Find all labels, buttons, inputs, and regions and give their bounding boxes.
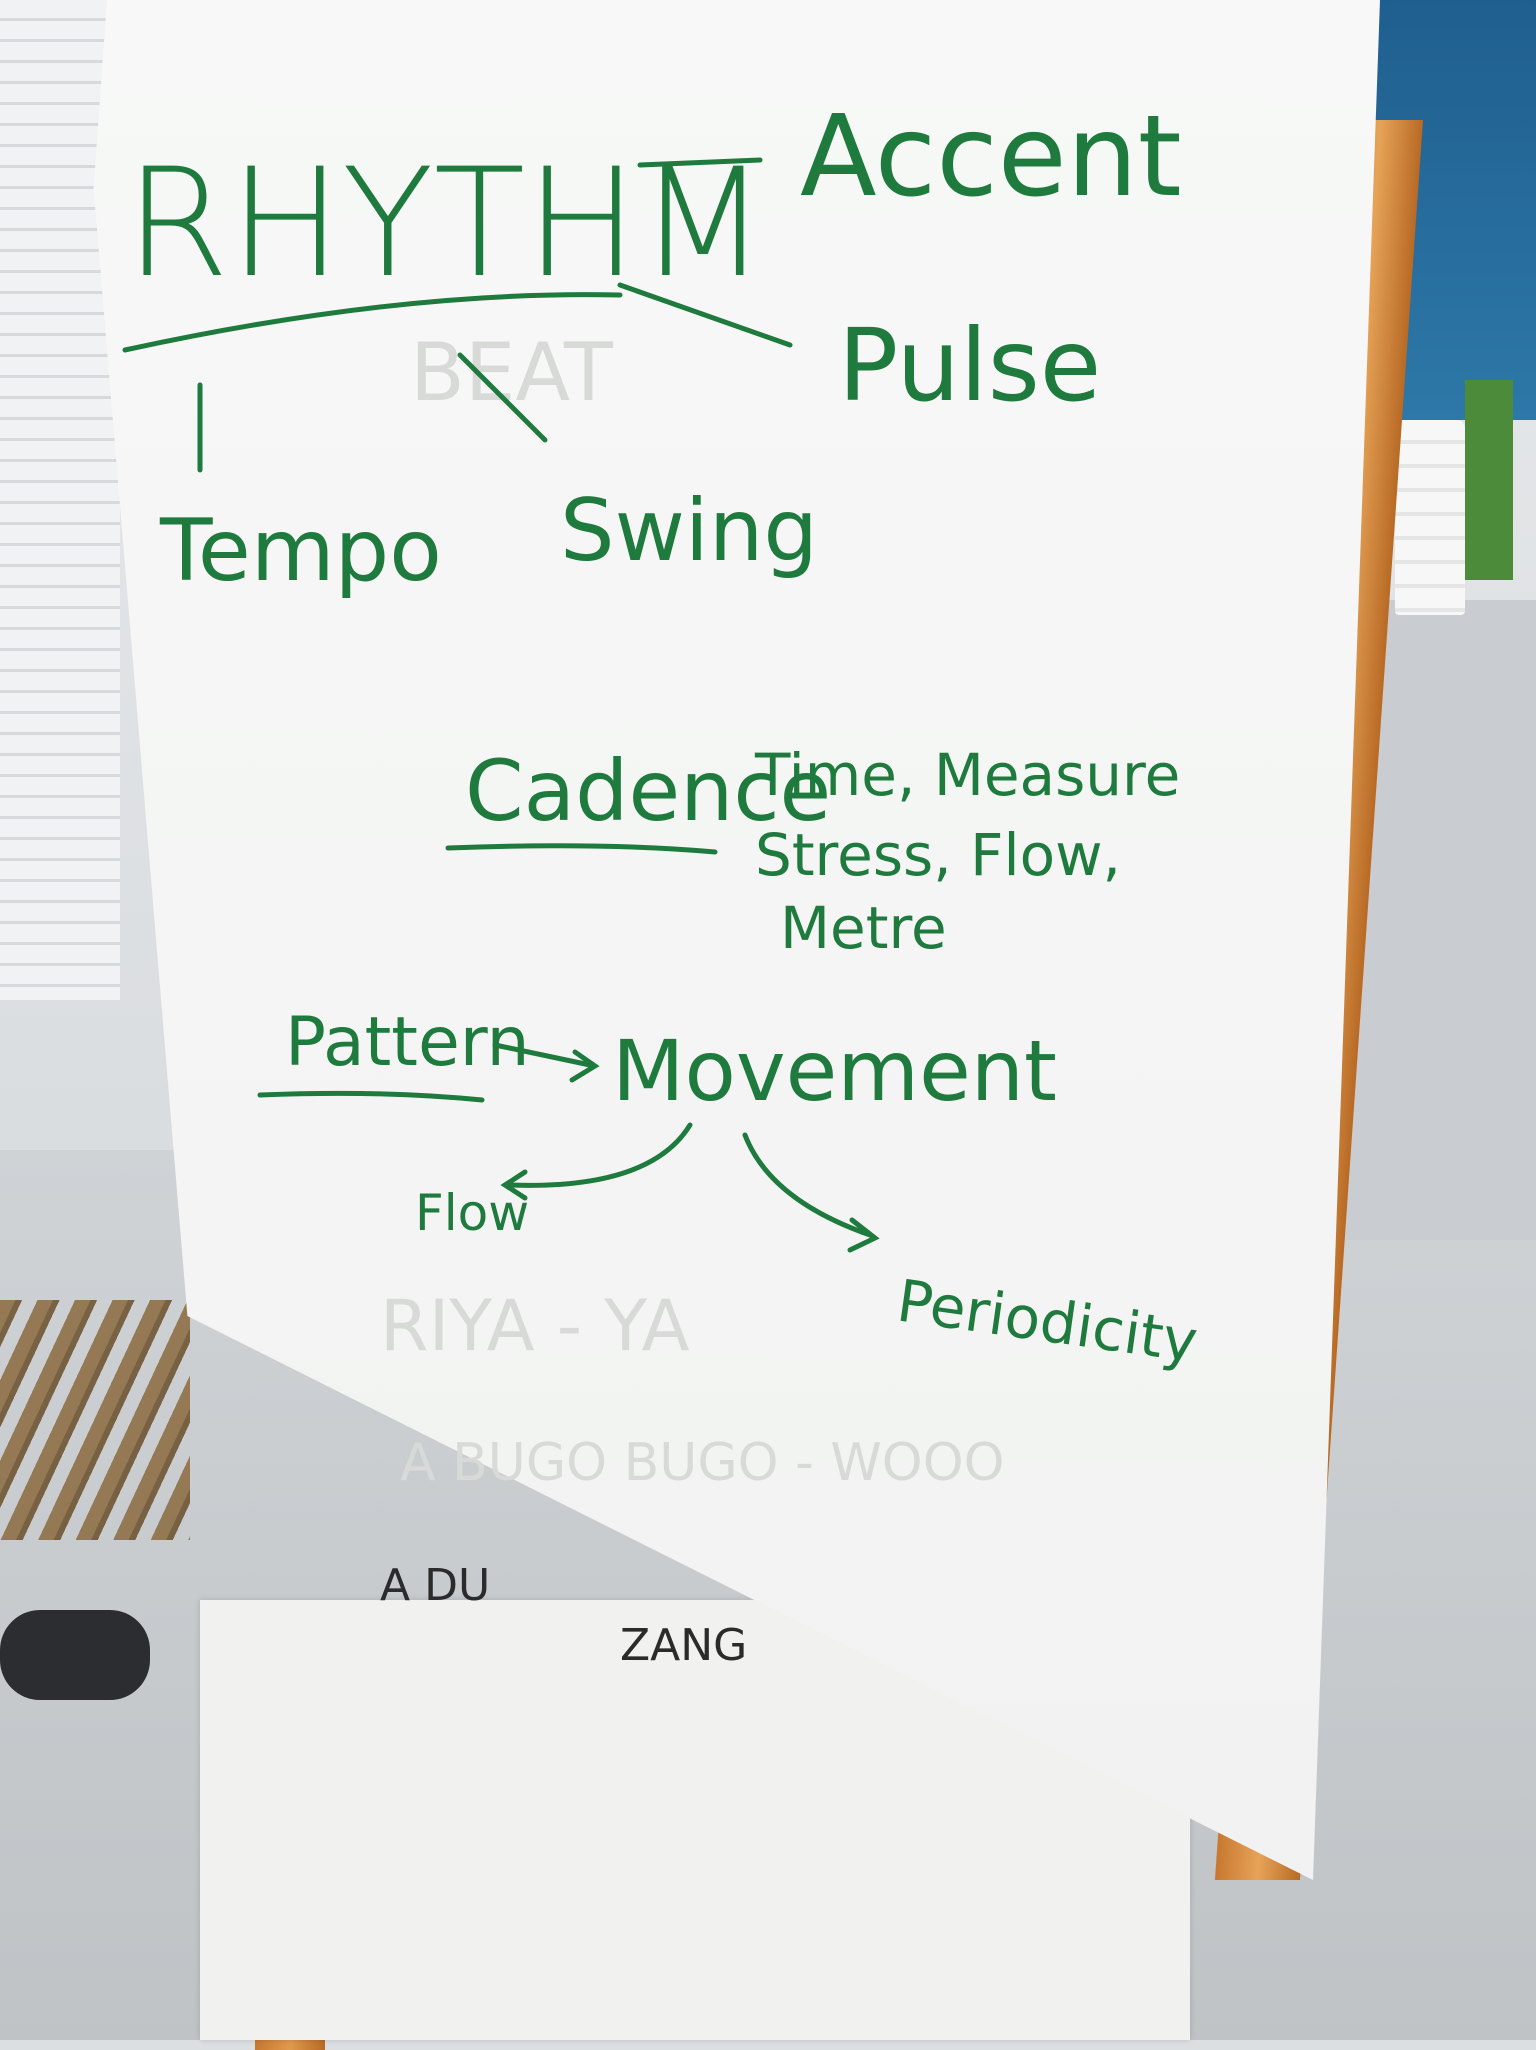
arrow-to-periodicity (742, 1132, 880, 1253)
tempo-label: Tempo (159, 501, 442, 601)
cadence-line-3: Metre (780, 894, 947, 962)
movement-label: Movement (612, 1022, 1057, 1120)
flow-label: Flow (415, 1184, 529, 1242)
branch-to-pulse (617, 282, 793, 348)
cadence-label: Cadence (465, 742, 831, 840)
cadence-line-2: Stress, Flow, (755, 821, 1121, 889)
bundle-of-sticks (0, 1300, 190, 1540)
pattern-arrow (492, 1042, 600, 1083)
arrow-to-flow (500, 1122, 693, 1201)
office-chair-base (0, 1610, 150, 1700)
branch-to-swing (457, 352, 548, 443)
ghost-text-adu: A DU (380, 1560, 490, 1611)
accent-label: Accent (800, 92, 1182, 222)
pulse-label: Pulse (838, 307, 1101, 424)
ghost-text-riya: RIYA - YA (380, 1285, 690, 1367)
rhythm-underline (122, 292, 623, 353)
stack-of-cups (1395, 420, 1465, 615)
pattern-underline (257, 1090, 485, 1103)
ghost-text-zang: ZANG (620, 1620, 747, 1671)
ghost-text-bugo: A BUGO BUGO - WOOO (400, 1433, 1005, 1493)
pattern-label: Pattern (285, 1003, 530, 1082)
green-box (1465, 380, 1513, 580)
periodicity-label: Periodicity (893, 1267, 1202, 1376)
cadence-underline (445, 843, 718, 855)
cadence-line-1: Time, Measure (754, 741, 1180, 809)
dash-line (637, 157, 763, 168)
swing-label: Swing (560, 481, 818, 581)
